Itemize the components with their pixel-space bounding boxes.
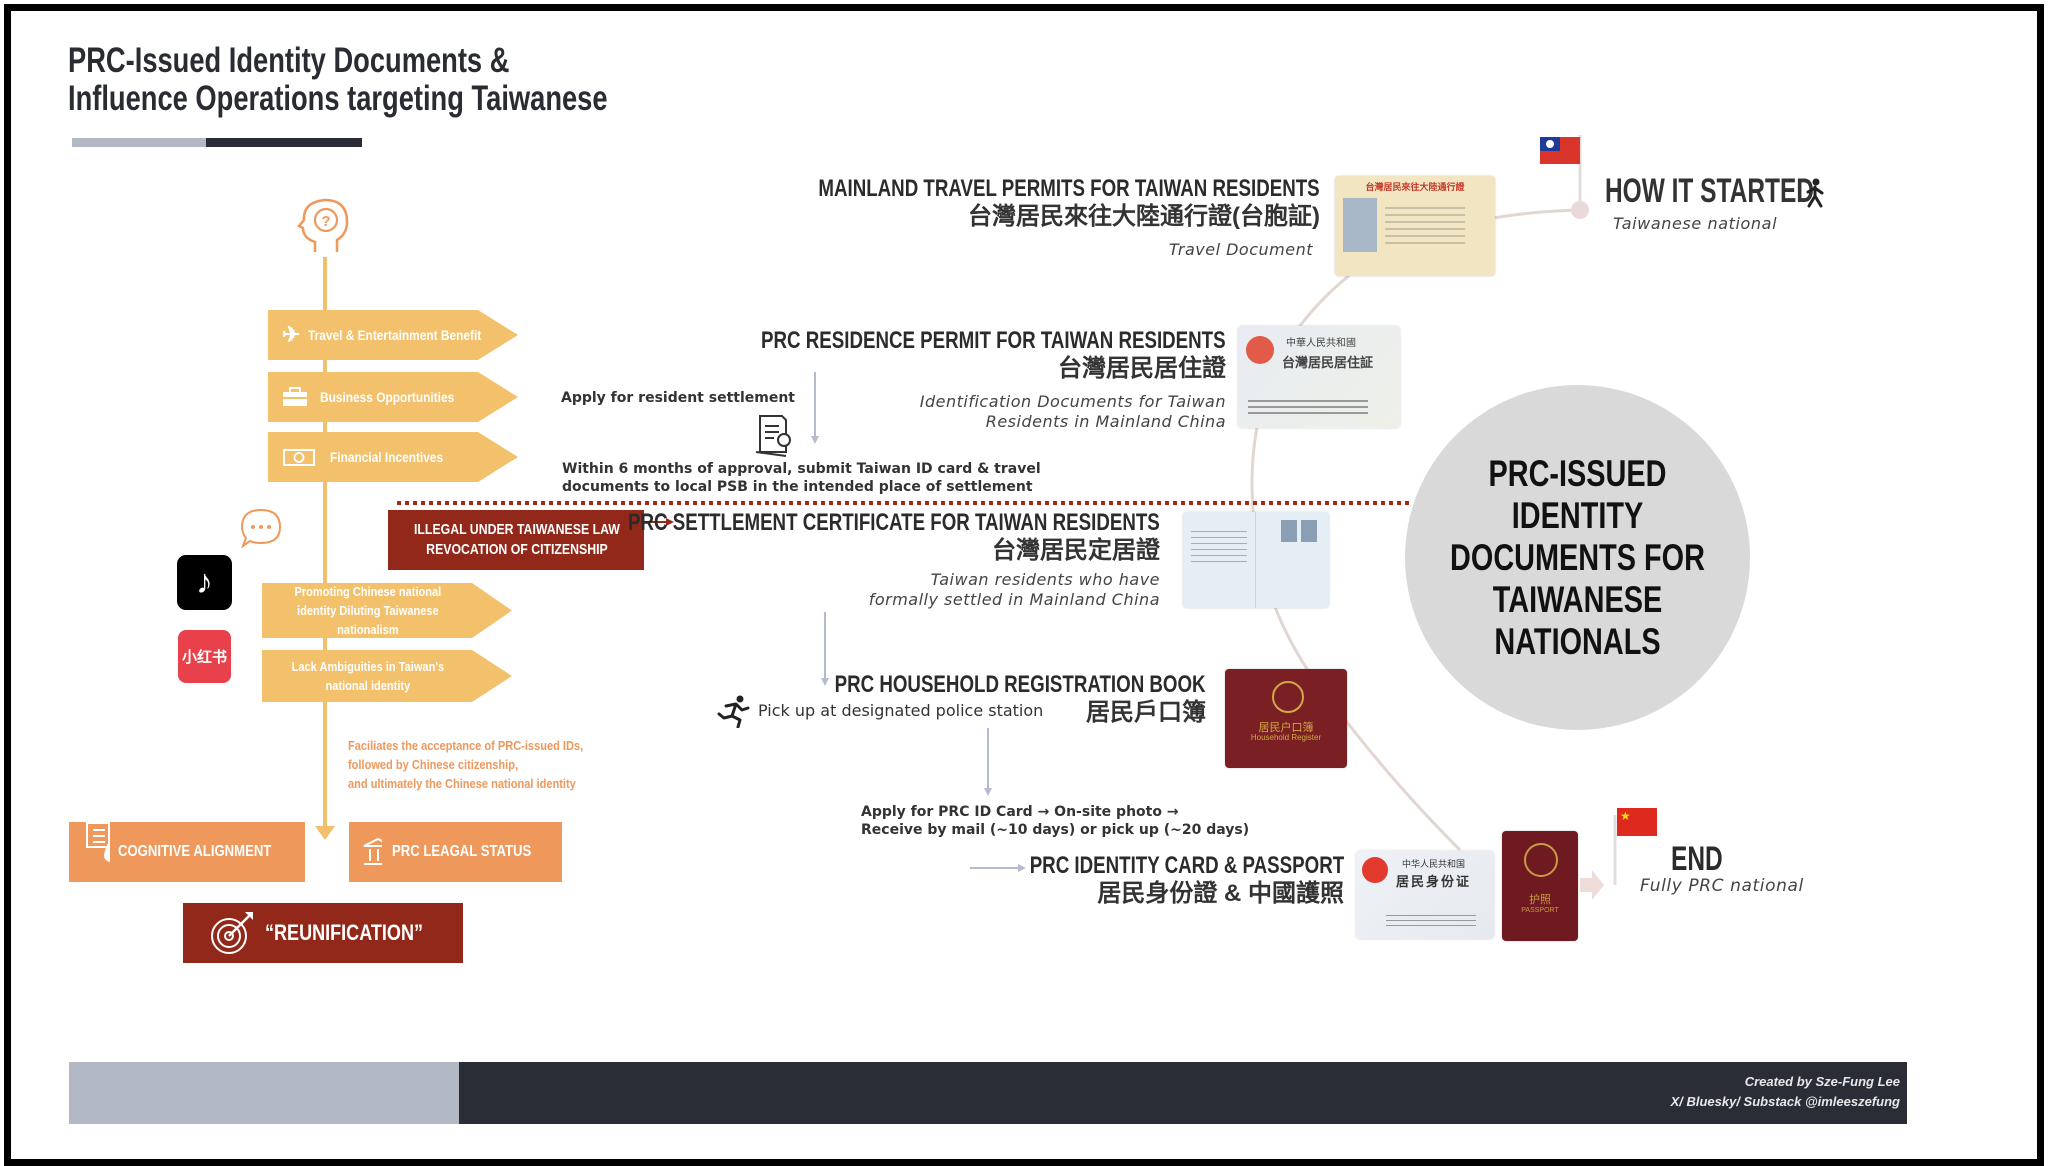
settlement-certificate-image <box>1183 512 1329 608</box>
center-circle: PRC-ISSUED IDENTITY DOCUMENTS FOR TAIWAN… <box>1405 385 1750 730</box>
end-sub: Fully PRC national <box>1640 876 1804 896</box>
narrative-promoting-identity: Promoting Chinese national identity Dilu… <box>262 583 512 638</box>
prc-legal-status-box: PRC LEAGAL STATUS <box>349 822 562 882</box>
travel-permit-card-image: 台灣居民來往大陸通行證 <box>1335 176 1495 276</box>
how-it-started-sub: Taiwanese national <box>1613 214 1778 233</box>
doc-travel-permit-sub: Travel Document <box>1168 240 1313 259</box>
doc-travel-permit-zh: 台灣居民來往大陸通行證(台胞証) <box>968 203 1320 230</box>
step-pick-up: Pick up at designated police station <box>758 701 1044 720</box>
title-line-2: Influence Operations targeting Taiwanese <box>68 79 608 118</box>
emblem-icon <box>1246 336 1274 364</box>
doc-household-book-title: PRC HOUSEHOLD REGISTRATION BOOK <box>835 671 1206 698</box>
xiaohongshu-icon: 小红书 <box>178 630 231 683</box>
passport-image: 护照 PASSPORT <box>1502 831 1578 941</box>
tiktok-icon: ♪ <box>177 555 232 610</box>
page-title: PRC-Issued Identity Documents & Influenc… <box>68 42 608 118</box>
target-arrow-icon <box>211 912 253 954</box>
emblem-icon <box>1362 857 1388 883</box>
doc-travel-permit-title: MAINLAND TRAVEL PERMITS FOR TAIWAN RESID… <box>818 175 1320 202</box>
title-underline-light <box>72 138 206 147</box>
title-line-1: PRC-Issued Identity Documents & <box>68 41 510 80</box>
how-it-started-title: HOW IT STARTED <box>1605 172 1814 210</box>
document-certificate-icon <box>755 415 791 457</box>
reunification-box: “REUNIFICATION” <box>183 903 463 963</box>
briefcase-icon <box>283 387 307 406</box>
emblem-icon <box>1524 843 1558 877</box>
household-book-image: 居民户口簿 Household Register <box>1225 669 1347 768</box>
footer-bar-light <box>69 1062 459 1124</box>
narrative-ambiguities: Lack Ambiguities in Taiwan's national id… <box>262 650 512 702</box>
doc-settlement-certificate-title: PRC SETTLEMENT CERTIFICATE FOR TAIWAN RE… <box>628 509 1160 536</box>
head-question-icon: ? <box>297 198 349 252</box>
benefit-financial: Financial Incentives <box>268 432 518 482</box>
doc-settlement-certificate-sub: Taiwan residents who have formally settl… <box>868 570 1160 609</box>
flow-arrow-down-icon <box>315 826 335 840</box>
doc-id-passport-title: PRC IDENTITY CARD & PASSPORT <box>1029 852 1344 879</box>
walking-person-icon <box>1806 178 1824 208</box>
money-icon <box>283 449 315 466</box>
illegal-warning-box: ILLEGAL UNDER TAIWANESE LAW REVOCATION O… <box>388 510 644 570</box>
cognitive-alignment-box: COGNITIVE ALIGNMENT <box>69 822 305 882</box>
taiwan-flag-icon <box>1540 137 1580 164</box>
doc-residence-permit-sub: Identification Documents for Taiwan Resi… <box>919 392 1226 431</box>
airplane-icon: ✈ <box>282 322 301 347</box>
footer-bar-dark <box>459 1062 1907 1124</box>
title-underline-dark <box>206 138 362 147</box>
doc-residence-permit-title: PRC RESIDENCE PERMIT FOR TAIWAN RESIDENT… <box>761 327 1226 354</box>
doc-household-book-zh: 居民戶口簿 <box>1086 699 1206 726</box>
residence-permit-card-image: 中華人民共和國 台灣居民居住証 <box>1238 326 1400 428</box>
step-apply-settlement: Apply for resident settlement <box>561 390 795 406</box>
facilitates-note: Faciliates the acceptance of PRC-issued … <box>348 738 584 791</box>
chat-bubble-icon <box>240 508 282 548</box>
running-person-icon <box>717 695 750 728</box>
doc-residence-permit-zh: 台灣居民居住證 <box>1058 355 1226 382</box>
emblem-icon <box>1272 681 1304 713</box>
flow-line <box>323 257 327 830</box>
benefit-travel: ✈ Travel & Entertainment Benefit <box>268 310 518 360</box>
step-apply-id: Apply for PRC ID Card → On-site photo → … <box>861 804 1250 838</box>
footer-credit: Created by Sze-Fung Lee X/ Bluesky/ Subs… <box>1670 1074 1900 1109</box>
doc-settlement-certificate-zh: 台灣居民定居證 <box>992 537 1160 564</box>
photo-placeholder <box>1343 198 1377 252</box>
id-card-image: 中华人民共和国 居民身份证 <box>1356 851 1494 939</box>
end-title: END <box>1671 840 1723 878</box>
step-within-6-months: Within 6 months of approval, submit Taiw… <box>562 461 1041 495</box>
china-flag-icon: ★ <box>1617 808 1657 836</box>
courthouse-icon <box>363 837 383 865</box>
svg-text:?: ? <box>321 213 330 230</box>
benefit-business: Business Opportunities <box>268 372 518 422</box>
head-checklist-icon <box>86 822 111 863</box>
doc-id-passport-zh: 居民身份證 & 中國護照 <box>1097 880 1344 907</box>
